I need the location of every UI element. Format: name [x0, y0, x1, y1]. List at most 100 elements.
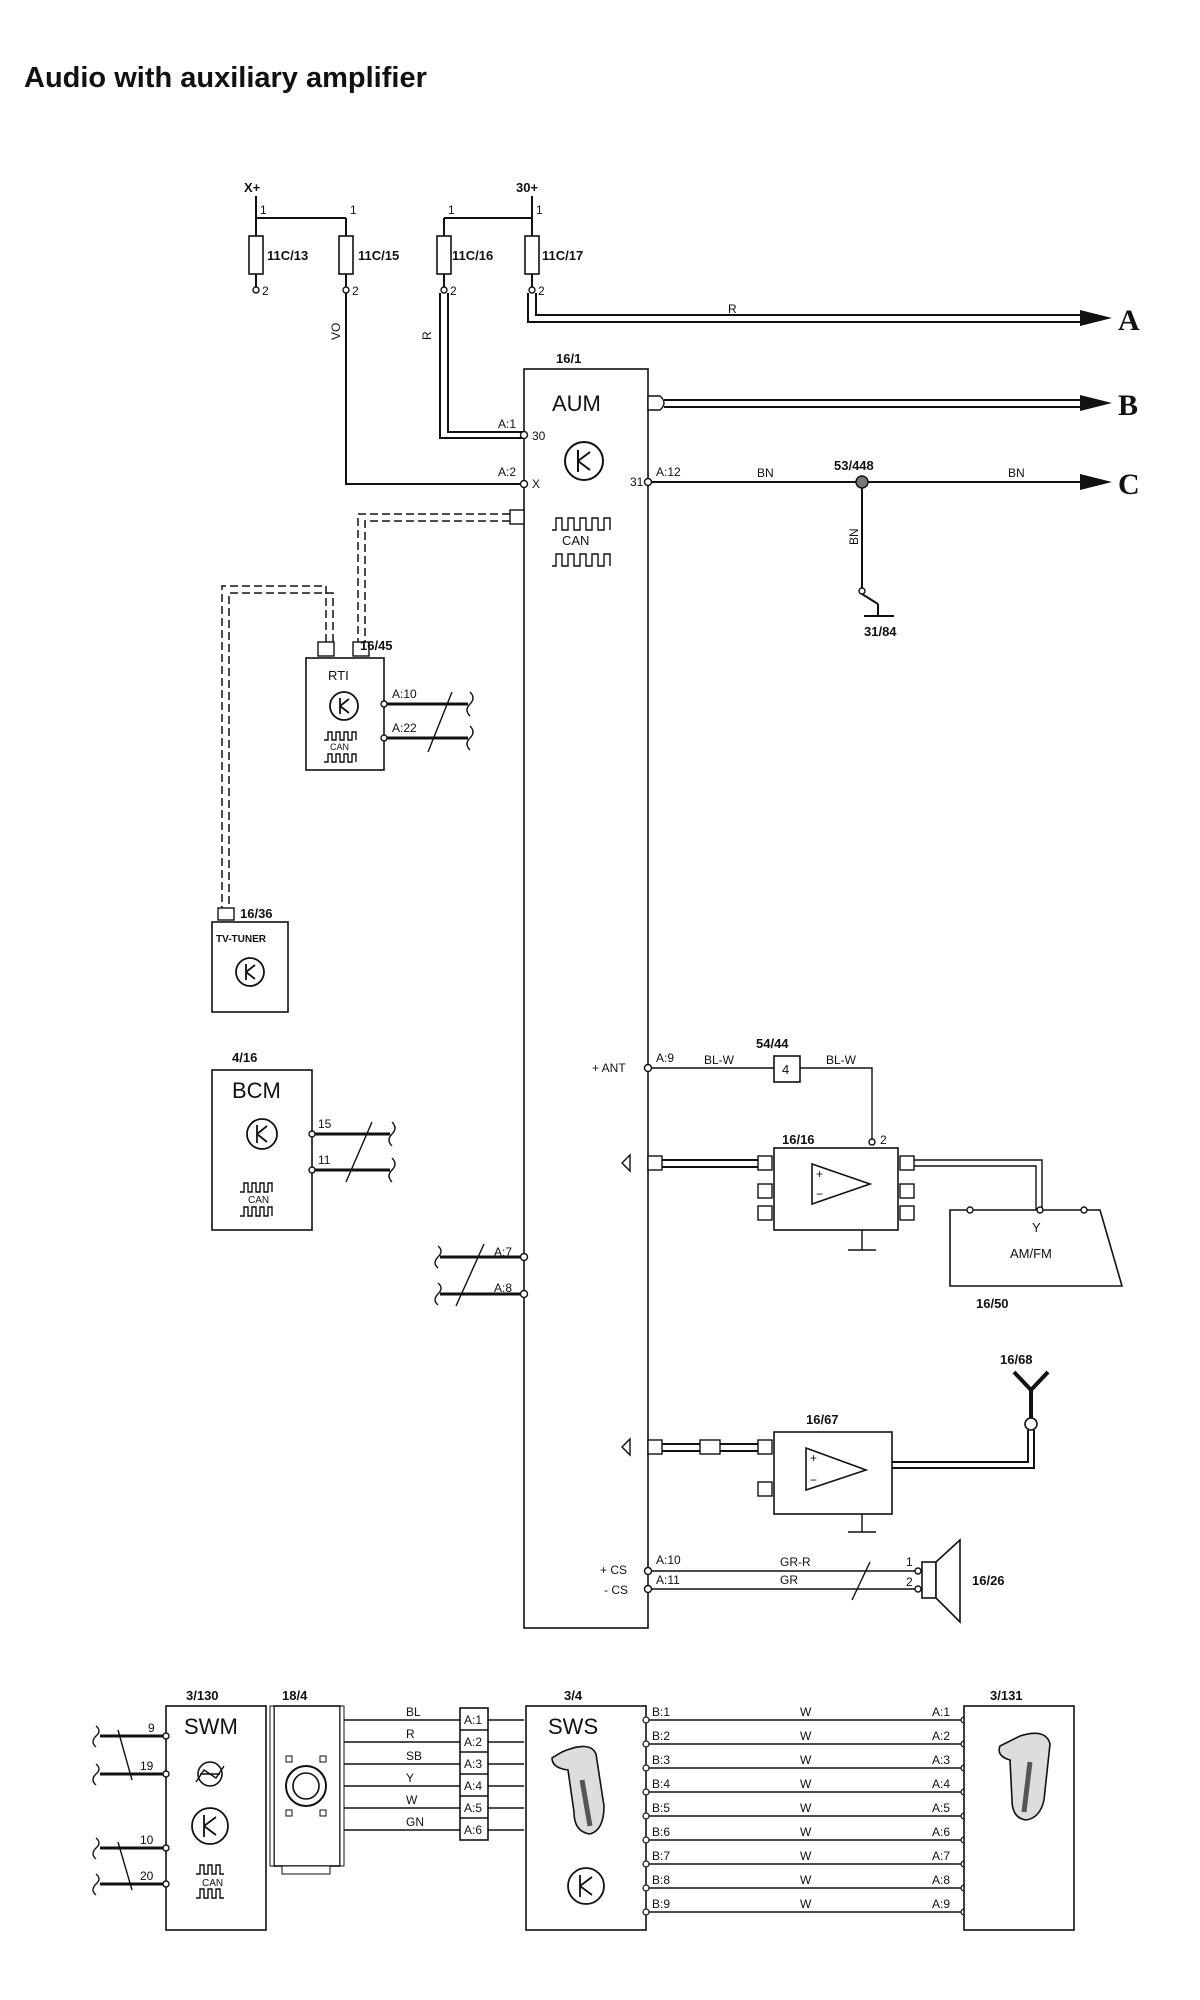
- tv-tuner-name: TV-TUNER: [216, 934, 267, 945]
- svg-text:31: 31: [630, 475, 644, 489]
- sws-module: 3/4 SWS: [525, 1688, 647, 1931]
- fuse-11c15-label: 11C/15: [358, 248, 399, 263]
- fuse-11c17-label: 11C/17: [542, 248, 583, 263]
- svg-text:9: 9: [148, 1721, 155, 1735]
- amp1-ref: 16/16: [782, 1132, 815, 1147]
- amplifier-16-67: 16/67 + − 16/68: [621, 1352, 1050, 1533]
- rti-module: 16/45 RTI CAN A:10 A:22: [305, 638, 474, 771]
- svg-text:A:12: A:12: [656, 465, 681, 479]
- antenna2-ref: 16/68: [1000, 1352, 1033, 1367]
- swm-module: 3/130 SWM CAN 9 19 10 20: [92, 1688, 267, 1931]
- svg-text:GR-R: GR-R: [780, 1555, 811, 1569]
- arrow-c-label: C: [1118, 468, 1140, 501]
- svg-text:A:8: A:8: [494, 1281, 512, 1295]
- svg-text:B:9: B:9: [652, 1897, 670, 1911]
- clockspring-18-4: 18/4: [269, 1688, 345, 1875]
- can-bus-wiring: [221, 513, 510, 908]
- speaker-ref: 16/26: [972, 1573, 1005, 1588]
- svg-text:2: 2: [450, 284, 457, 298]
- svg-text:A:2: A:2: [464, 1735, 482, 1749]
- svg-text:10: 10: [140, 1833, 154, 1847]
- svg-text:A:22: A:22: [392, 721, 417, 735]
- bcm-can-label: CAN: [248, 1195, 269, 1206]
- svg-text:2: 2: [352, 284, 359, 298]
- svg-text:A:10: A:10: [392, 687, 417, 701]
- tv-tuner-module: 16/36 TV-TUNER: [211, 906, 289, 1013]
- aum-module: 16/1 AUM CAN A:1 30 A:2 X 31 A:12 + ANT …: [494, 351, 681, 1629]
- swm-ref: 3/130: [186, 1688, 219, 1703]
- svg-text:GN: GN: [406, 1815, 424, 1829]
- amfm-name: AM/FM: [1010, 1246, 1052, 1261]
- svg-text:−: −: [816, 1187, 823, 1201]
- svg-text:A:5: A:5: [464, 1801, 482, 1815]
- svg-text:W: W: [800, 1753, 812, 1767]
- bcm-module: 4/16 BCM CAN 15 11: [211, 1050, 396, 1231]
- svg-text:30: 30: [532, 429, 546, 443]
- svg-text:+ CS: + CS: [600, 1563, 627, 1577]
- svg-text:BN: BN: [1008, 466, 1025, 480]
- svg-text:BN: BN: [757, 466, 774, 480]
- svg-text:W: W: [406, 1793, 418, 1807]
- fuse-11c16: 1 2 11C/16: [436, 203, 493, 298]
- svg-text:B:6: B:6: [652, 1825, 670, 1839]
- thirty-plus-label: 30+: [516, 180, 538, 195]
- xplus-bus: [255, 196, 347, 236]
- svg-text:A:6: A:6: [464, 1823, 482, 1837]
- splice-ref: 54/44: [756, 1036, 789, 1051]
- fuse-11c16-label: 11C/16: [452, 248, 493, 263]
- svg-text:A:6: A:6: [932, 1825, 950, 1839]
- splice-value: 4: [782, 1062, 789, 1077]
- svg-text:15: 15: [318, 1117, 332, 1131]
- svg-text:BL-W: BL-W: [704, 1053, 735, 1067]
- svg-text:R: R: [728, 302, 737, 316]
- amfm-ref: 16/50: [976, 1296, 1009, 1311]
- svg-text:A:4: A:4: [932, 1777, 950, 1791]
- svg-text:A:4: A:4: [464, 1779, 482, 1793]
- svg-text:W: W: [800, 1801, 812, 1815]
- rti-name: RTI: [328, 668, 349, 683]
- bcm-ref: 4/16: [232, 1050, 257, 1065]
- svg-text:A:10: A:10: [656, 1553, 681, 1567]
- svg-text:2: 2: [538, 284, 545, 298]
- arrow-b-label: B: [1118, 389, 1138, 422]
- svg-text:A:9: A:9: [932, 1897, 950, 1911]
- svg-text:A:3: A:3: [932, 1753, 950, 1767]
- svg-text:W: W: [800, 1873, 812, 1887]
- svg-text:B:8: B:8: [652, 1873, 670, 1887]
- svg-text:+: +: [810, 1451, 817, 1465]
- svg-text:A:5: A:5: [932, 1801, 950, 1815]
- wire-to-b: B: [647, 389, 1138, 422]
- svg-text:B:4: B:4: [652, 1777, 670, 1791]
- ground-label: 31/84: [864, 624, 897, 639]
- svg-text:11: 11: [318, 1153, 331, 1167]
- svg-text:1: 1: [350, 203, 357, 217]
- svg-text:19: 19: [140, 1759, 154, 1773]
- fuse-11c15: 1 2 11C/15: [338, 203, 399, 298]
- svg-text:W: W: [800, 1729, 812, 1743]
- fuse-11c13-label: 11C/13: [267, 248, 308, 263]
- svg-text:B:5: B:5: [652, 1801, 670, 1815]
- svg-text:- CS: - CS: [604, 1583, 628, 1597]
- svg-text:Y: Y: [1032, 1220, 1041, 1235]
- amp2-ref: 16/67: [806, 1412, 839, 1427]
- svg-text:B:3: B:3: [652, 1753, 670, 1767]
- aum-ref: 16/1: [556, 351, 581, 366]
- svg-text:W: W: [800, 1777, 812, 1791]
- fuse-11c13: 1 2 11C/13: [248, 203, 308, 298]
- svg-text:W: W: [800, 1825, 812, 1839]
- svg-text:2: 2: [906, 1575, 913, 1589]
- sws-ref: 3/4: [564, 1688, 583, 1703]
- svg-text:20: 20: [140, 1869, 154, 1883]
- swm-name: SWM: [184, 1714, 238, 1739]
- svg-text:W: W: [800, 1705, 812, 1719]
- wire-to-a: R A: [527, 293, 1140, 337]
- svg-text:1: 1: [448, 203, 455, 217]
- svg-text:W: W: [800, 1897, 812, 1911]
- svg-text:A:1: A:1: [464, 1713, 482, 1727]
- svg-text:A:11: A:11: [656, 1573, 680, 1587]
- svg-text:A:7: A:7: [932, 1849, 950, 1863]
- svg-text:A:8: A:8: [932, 1873, 950, 1887]
- svg-text:BN: BN: [847, 528, 861, 545]
- svg-text:SB: SB: [406, 1749, 422, 1763]
- svg-text:A:2: A:2: [498, 465, 516, 479]
